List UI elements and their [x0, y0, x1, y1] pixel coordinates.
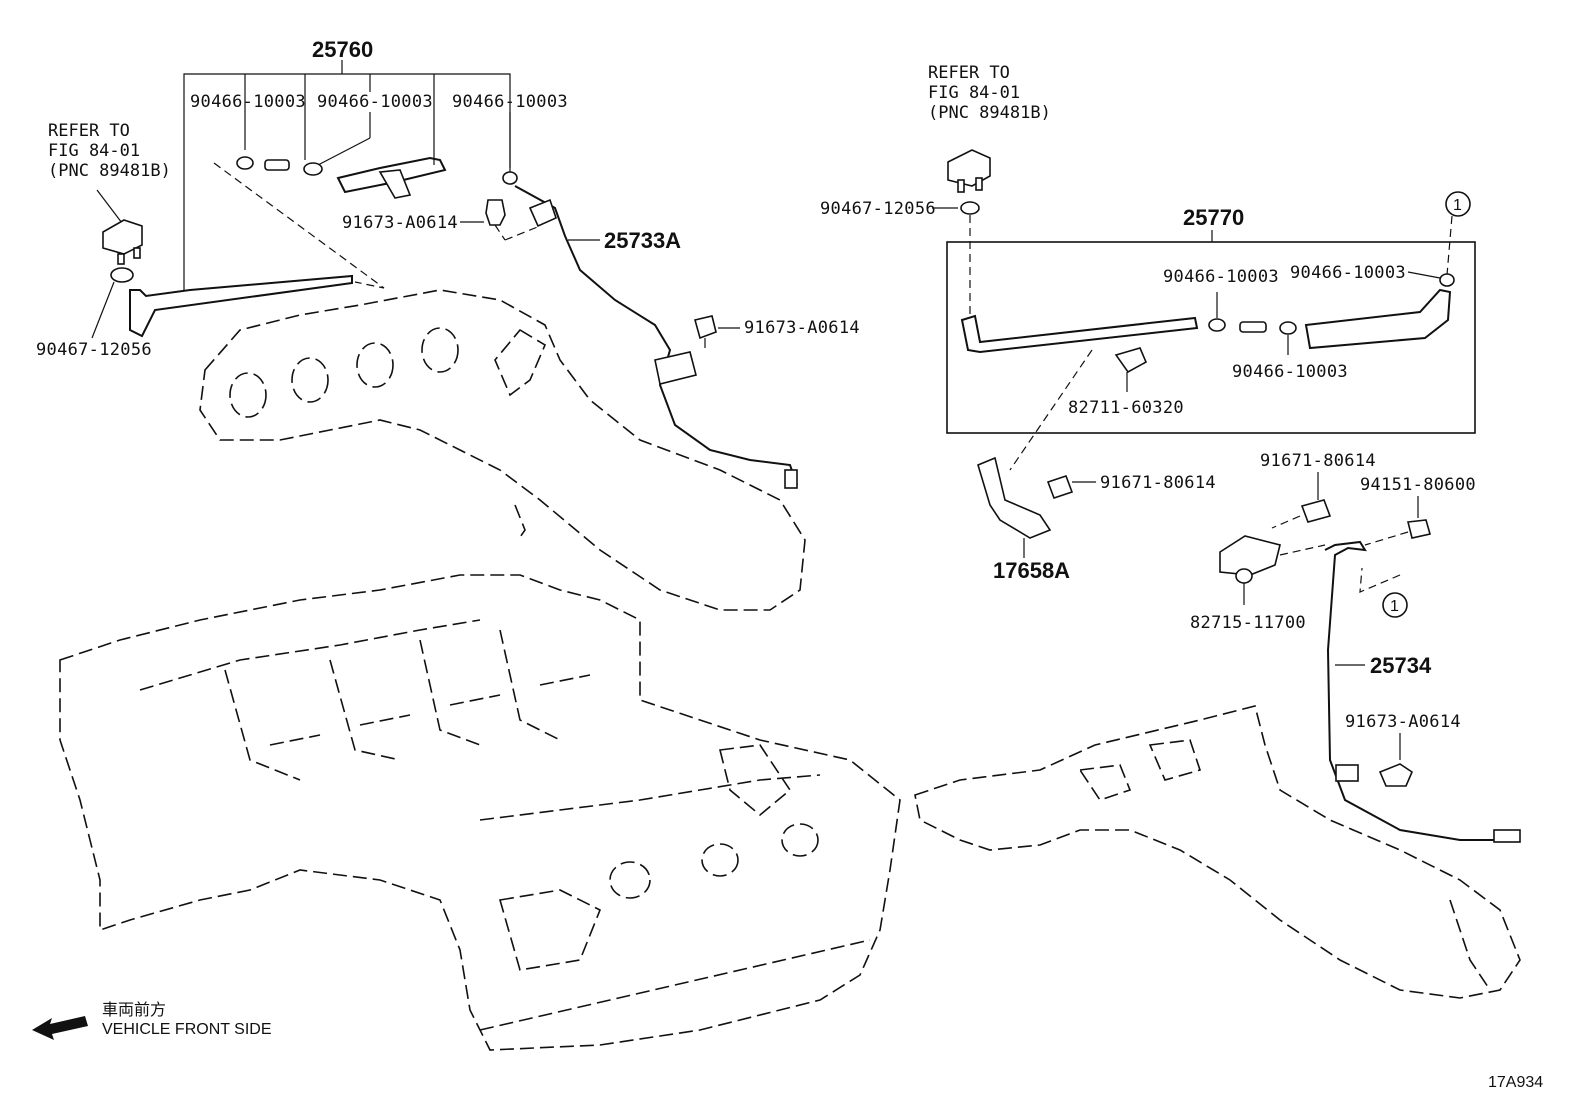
bolt-label: 91673-A0614 [342, 213, 458, 233]
pipe-label: 25733A [604, 228, 681, 253]
alignment-line [1271, 515, 1301, 529]
clamp-label: 90466-10003 [317, 92, 433, 112]
valve-port-icon [133, 247, 141, 259]
refer-line: (PNC 89481B) [928, 103, 1051, 123]
assembly-25760-label: 25760 [312, 37, 373, 62]
clip-label: 90467-12056 [36, 340, 152, 360]
refer-line: FIG 84-01 [48, 141, 140, 161]
nut-icon [1407, 519, 1432, 539]
valve-port-icon [117, 253, 125, 265]
pipe-bracket-icon [1335, 764, 1359, 782]
refer-line: REFER TO [48, 121, 130, 141]
alignment-line [1009, 349, 1093, 471]
exhaust-pressure-pipe [514, 185, 798, 486]
valve-label: 82715-11700 [1190, 613, 1306, 633]
alignment-line [1359, 567, 1401, 593]
bolt-icon [1300, 499, 1332, 523]
alignment-line [494, 224, 506, 241]
assembly-25770-box [946, 241, 1476, 434]
bolt-label: 91673-A0614 [1345, 712, 1461, 732]
reference-circle-icon [1445, 191, 1471, 217]
bracket-icon [977, 456, 1052, 539]
clamp-label: 90466-10003 [1290, 263, 1406, 283]
hose-clamp-icon [502, 171, 518, 185]
valve-port-icon [975, 177, 983, 191]
reference-circle-icon [1382, 592, 1408, 618]
leader-line [91, 281, 115, 339]
front-side-japanese: 車両前方 [102, 1001, 166, 1019]
bolt-label: 91671-80614 [1100, 473, 1216, 493]
figure-code: 17A934 [1488, 1074, 1543, 1091]
hose-union-icon [1239, 321, 1267, 333]
bracket-label: 17658A [993, 558, 1070, 583]
valve-port-icon [957, 179, 965, 193]
alignment-line [504, 225, 541, 241]
vacuum-hose-short [1304, 288, 1452, 350]
vehicle-front-indicator: 車両前方 VEHICLE FRONT SIDE [32, 1001, 272, 1040]
clamp-label: 90466-10003 [452, 92, 568, 112]
vacuum-hose-short [336, 156, 447, 194]
leader-line [317, 137, 371, 166]
assembly-25770-group: REFER TO FIG 84-01 (PNC 89481B) 90467-12… [820, 63, 1521, 843]
hose-clamp-icon [236, 156, 254, 170]
leader-line [1407, 271, 1441, 279]
pipe-label: 25734 [1370, 653, 1432, 678]
bolt-label: 91671-80614 [1260, 451, 1376, 471]
sensor-fitting-icon [1493, 829, 1521, 843]
refer-line: FIG 84-01 [928, 83, 1020, 103]
assembly-25770-label: 25770 [1183, 205, 1244, 230]
sensor-fitting-icon [784, 469, 798, 489]
nut-label: 94151-80600 [1360, 475, 1476, 495]
front-side-english: VEHICLE FRONT SIDE [102, 1021, 272, 1038]
engine-block-outline [59, 574, 901, 1051]
alignment-line [1364, 531, 1409, 546]
hose-union-icon [264, 159, 290, 171]
leader-line [96, 189, 123, 224]
assembly-25760-group: 25760 90466-10003 90466-10003 90466-1000… [36, 37, 860, 489]
alignment-line [1279, 544, 1326, 556]
exhaust-pressure-pipe [1324, 540, 1521, 841]
valve-port-icon [1235, 568, 1253, 584]
pressure-switching-valve-icon [1219, 535, 1281, 576]
hose-clip-icon [1114, 347, 1148, 374]
vacuum-switching-valve-icon [102, 219, 143, 255]
hose-clamp-icon [303, 162, 323, 176]
pipe-bracket-icon [654, 351, 697, 385]
hose-clamp-icon [1208, 318, 1226, 332]
hose-clip-icon [110, 267, 134, 283]
right-exhaust-manifold [914, 705, 1521, 999]
hose-clamp-icon [1279, 321, 1297, 335]
hose-bracket-icon [378, 169, 412, 199]
bolt-label: 91673-A0614 [744, 318, 860, 338]
bolt-icon [694, 315, 717, 340]
bolt-icon [1046, 474, 1074, 500]
pipe-bracket-icon [528, 198, 557, 228]
bolt-icon [485, 199, 506, 226]
left-exhaust-manifold [199, 289, 806, 611]
reference-circle-number: 1 [1390, 598, 1399, 615]
refer-line: (PNC 89481B) [48, 161, 171, 181]
vacuum-switching-valve-icon [947, 149, 991, 187]
clip-label: 90467-12056 [820, 199, 936, 219]
hose-clamp-icon [1439, 273, 1455, 287]
clamp-label: 90466-10003 [190, 92, 306, 112]
clip-label: 82711-60320 [1068, 398, 1184, 418]
bolt-icon [1378, 763, 1413, 787]
vacuum-hose-long [960, 314, 1199, 354]
alignment-line [1446, 215, 1453, 276]
hose-clip-icon [960, 201, 980, 215]
clamp-label: 90466-10003 [1163, 267, 1279, 287]
vacuum-hose-long [129, 274, 353, 338]
clamp-label: 90466-10003 [1232, 362, 1348, 382]
reference-circle-number: 1 [1453, 197, 1462, 214]
refer-line: REFER TO [928, 63, 1010, 83]
alignment-line [213, 162, 385, 289]
front-arrow-icon [32, 1016, 88, 1040]
